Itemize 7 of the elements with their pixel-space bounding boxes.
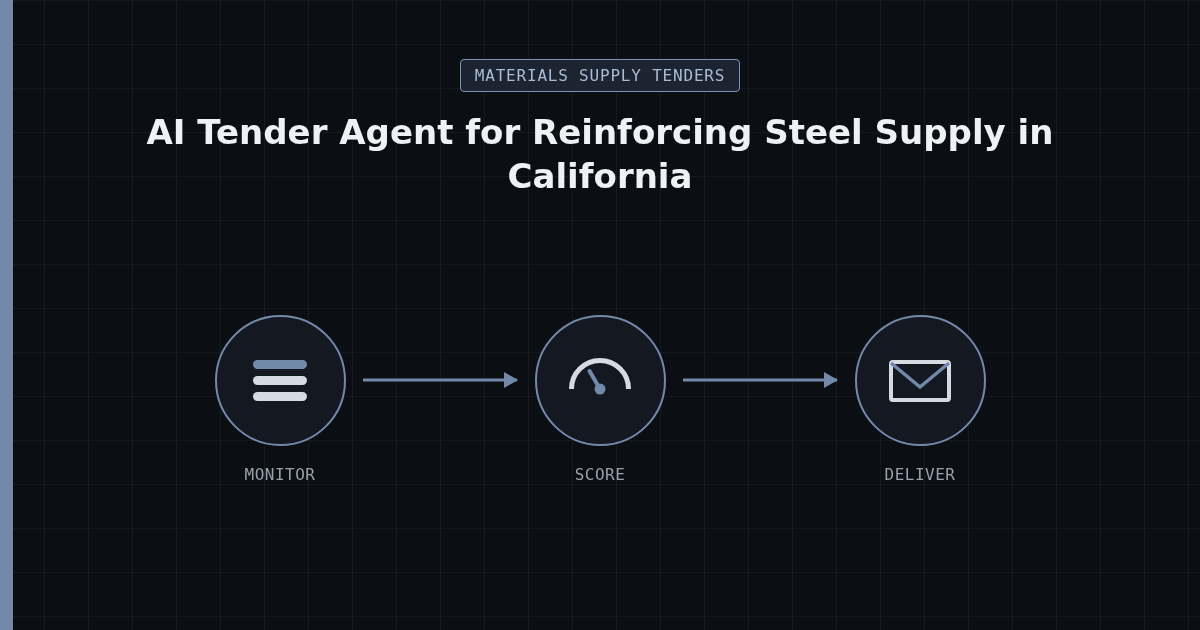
stage-label: MONITOR [244, 465, 316, 485]
arrow [683, 372, 838, 388]
stage-label: SCORE [574, 465, 626, 485]
stage-label: DELIVER [884, 465, 956, 485]
category-tag: MATERIALS SUPPLY TENDERS [459, 59, 741, 92]
arrow [363, 372, 518, 388]
title: AI Tender Agent for Reinforcing Steel Supply in California [145, 111, 1055, 198]
